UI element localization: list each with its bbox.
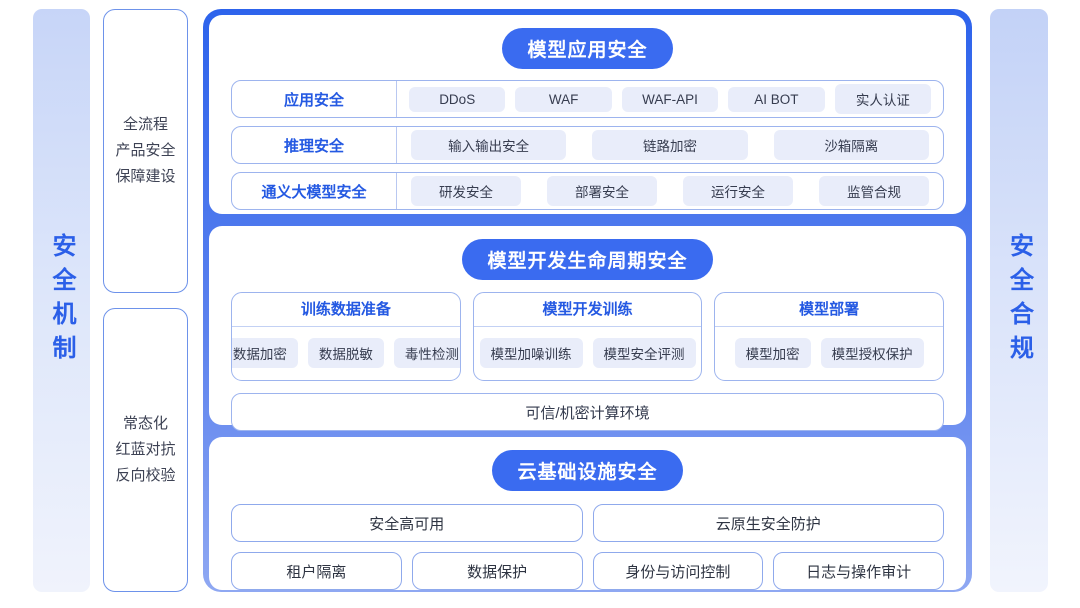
section-title-badge: 模型开发生命周期安全: [462, 239, 713, 280]
capability-pill: 沙箱隔离: [773, 130, 929, 160]
capability-pill: 链路加密: [592, 130, 748, 160]
card-items: 模型加密 模型授权保护: [715, 327, 943, 380]
security-architecture-diagram: 安全机制 全流程 产品安全 保障建设 常态化 红蓝对抗 反向校验 模型应用安全 …: [33, 9, 1048, 592]
capability-pill: 模型加噪训练: [479, 338, 583, 368]
capability-pill: 模型授权保护: [820, 338, 924, 368]
section-title-wrap: 模型开发生命周期安全: [209, 239, 966, 280]
trusted-computing-env-box: 可信/机密计算环境: [231, 393, 944, 431]
row-inference-security: 推理安全 输入输出安全 链路加密 沙箱隔离: [231, 126, 944, 164]
card-training-data-prep: 训练数据准备 数据加密 数据脱敏 毒性检测: [231, 292, 461, 381]
section-model-dev-lifecycle-security: 模型开发生命周期安全 训练数据准备 数据加密 数据脱敏 毒性检测 模型开发训练 …: [209, 226, 966, 431]
cloud-capability-box: 云原生安全防护: [592, 504, 944, 542]
cloud-row-1: 安全高可用 云原生安全防护: [209, 491, 966, 542]
security-mechanism-label: 安全机制: [48, 232, 75, 369]
card-title: 训练数据准备: [232, 293, 460, 327]
row-label: 推理安全: [232, 127, 397, 163]
section-cloud-infrastructure-security: 云基础设施安全 安全高可用 云原生安全防护 租户隔离 数据保护 身份与访问控制 …: [209, 437, 966, 590]
card-model-deployment: 模型部署 模型加密 模型授权保护: [714, 292, 945, 381]
security-compliance-label: 安全合规: [1005, 232, 1033, 369]
capability-pill: 监管合规: [819, 176, 929, 206]
section-title-wrap: 模型应用安全: [209, 28, 966, 69]
section-title-badge: 模型应用安全: [502, 28, 673, 69]
cloud-capability-box: 身份与访问控制: [592, 552, 764, 590]
capability-pill: DDoS: [409, 86, 506, 112]
security-mechanism-bar: 安全机制: [33, 9, 90, 592]
capability-pill: 输入输出安全: [411, 130, 567, 160]
section-model-application-security: 模型应用安全 应用安全 DDoS WAF WAF-API AI BOT 实人认证…: [209, 15, 966, 214]
mechanism-box-line: 全流程: [122, 115, 168, 133]
cloud-capability-box: 安全高可用: [231, 504, 583, 542]
card-title: 模型部署: [715, 293, 944, 327]
row-label: 通义大模型安全: [232, 173, 397, 209]
row-items: 输入输出安全 链路加密 沙箱隔离: [397, 127, 943, 163]
capability-pill: 数据加密: [231, 338, 298, 368]
mechanism-box-line: 红蓝对抗: [115, 440, 176, 458]
row-items: 研发安全 部署安全 运行安全 监管合规: [397, 173, 943, 209]
capability-pill: WAF-API: [621, 86, 719, 112]
row-application-security: 应用安全 DDoS WAF WAF-API AI BOT 实人认证: [231, 80, 944, 118]
capability-pill: 实人认证: [834, 84, 932, 114]
card-model-dev-training: 模型开发训练 模型加噪训练 模型安全评测: [472, 292, 703, 381]
row-label: 应用安全: [232, 81, 397, 117]
section-title-wrap: 云基础设施安全: [209, 450, 966, 491]
card-items: 数据加密 数据脱敏 毒性检测: [231, 327, 460, 380]
capability-pill: 部署安全: [547, 176, 657, 206]
cloud-capability-box: 租户隔离: [231, 552, 402, 590]
capability-pill: 数据脱敏: [307, 338, 384, 368]
capability-pill: 研发安全: [411, 176, 521, 206]
cloud-row-2: 租户隔离 数据保护 身份与访问控制 日志与操作审计: [209, 542, 966, 590]
card-items: 模型加噪训练 模型安全评测: [474, 327, 702, 380]
capability-pill: 毒性检测: [393, 338, 460, 368]
mechanism-box-line: 保障建设: [115, 168, 176, 186]
security-compliance-bar: 安全合规: [990, 9, 1048, 592]
row-tongyi-llm-security: 通义大模型安全 研发安全 部署安全 运行安全 监管合规: [231, 172, 944, 210]
section-title-badge: 云基础设施安全: [492, 450, 683, 491]
main-container: 模型应用安全 应用安全 DDoS WAF WAF-API AI BOT 实人认证…: [203, 9, 972, 592]
capability-pill: WAF: [515, 86, 612, 112]
cloud-capability-box: 数据保护: [411, 552, 583, 590]
application-security-rows: 应用安全 DDoS WAF WAF-API AI BOT 实人认证 推理安全 输…: [209, 69, 966, 210]
mechanism-box-line: 反向校验: [115, 467, 176, 485]
capability-pill: 模型加密: [734, 338, 811, 368]
capability-pill: 模型安全评测: [592, 338, 696, 368]
mechanism-box-line: 常态化: [122, 414, 168, 432]
lifecycle-cards: 训练数据准备 数据加密 数据脱敏 毒性检测 模型开发训练 模型加噪训练 模型安全…: [209, 280, 966, 381]
mechanism-column: 全流程 产品安全 保障建设 常态化 红蓝对抗 反向校验: [103, 9, 188, 592]
mechanism-box-red-blue: 常态化 红蓝对抗 反向校验: [103, 308, 188, 592]
row-items: DDoS WAF WAF-API AI BOT 实人认证: [397, 81, 943, 117]
capability-pill: 运行安全: [683, 176, 793, 206]
card-title: 模型开发训练: [473, 293, 702, 327]
capability-pill: AI BOT: [728, 86, 825, 112]
mechanism-box-line: 产品安全: [115, 141, 176, 159]
mechanism-box-full-process: 全流程 产品安全 保障建设: [103, 9, 188, 293]
cloud-capability-box: 日志与操作审计: [773, 552, 944, 590]
